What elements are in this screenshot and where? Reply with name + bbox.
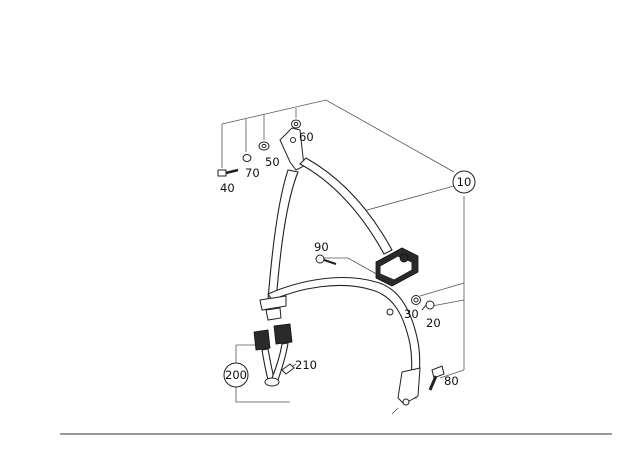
callout-10: 10 [457,175,472,189]
callout-210: 210 [295,358,317,372]
leader-top-bracket [221,99,455,173]
buckle-right-strap [271,342,289,381]
plug-20-stem [421,304,427,311]
shoulder-belt-webbing [267,169,299,303]
bolt-80-shaft [428,375,438,391]
belt-latch-tongue [265,307,282,321]
bolt-40-head [217,169,227,177]
belt-to-retractor [299,157,393,255]
retractor-spool [399,253,409,263]
buckle-assembly [253,323,295,387]
lower-anchor-tip [391,407,399,415]
callout-60: 60 [299,130,314,144]
bolt-80-head [431,365,445,379]
leader-90 [318,257,381,277]
leader-lines [221,99,465,403]
leader-80 [439,369,465,379]
callout-50: 50 [265,155,280,169]
nut-30-hole [413,297,419,303]
plug-20 [425,300,435,310]
callout-20: 20 [426,316,441,330]
belt-guide-loop [259,295,287,311]
lap-belt-webbing [267,277,421,399]
callout-200: 200 [225,368,247,382]
callout-labels: 40 70 50 60 90 30 20 80 210 10 200 [220,130,476,388]
leader-20 [431,299,465,307]
belt-retractor [375,247,419,287]
buckle-left [253,329,271,351]
callout-70: 70 [245,166,260,180]
callout-10-circle [452,170,476,194]
washer-50-hole [261,143,267,149]
spacer-70 [242,154,252,162]
bolt-40-shaft [225,168,239,175]
callout-30: 30 [404,307,419,321]
buckle-anchor-plate [264,377,280,387]
seat-belt-assembly [259,127,421,415]
screw-90-shaft [323,259,337,265]
lower-anchor-eye [402,398,410,406]
washer-60-hole [293,121,299,127]
anchor-hole [290,137,296,143]
leader-30 [419,282,465,297]
leader-10-belt [359,185,455,213]
lap-belt-clip [386,308,394,316]
callout-90: 90 [314,240,329,254]
lower-end-fitting [397,367,421,405]
buckle-right [273,323,293,345]
callout-200-circle [223,362,249,388]
callout-80: 80 [444,374,459,388]
callout-40: 40 [220,181,235,195]
screw-90-head [315,254,325,264]
buckle-left-strap [261,348,275,381]
bolt-210 [281,363,295,375]
fasteners [217,119,445,391]
